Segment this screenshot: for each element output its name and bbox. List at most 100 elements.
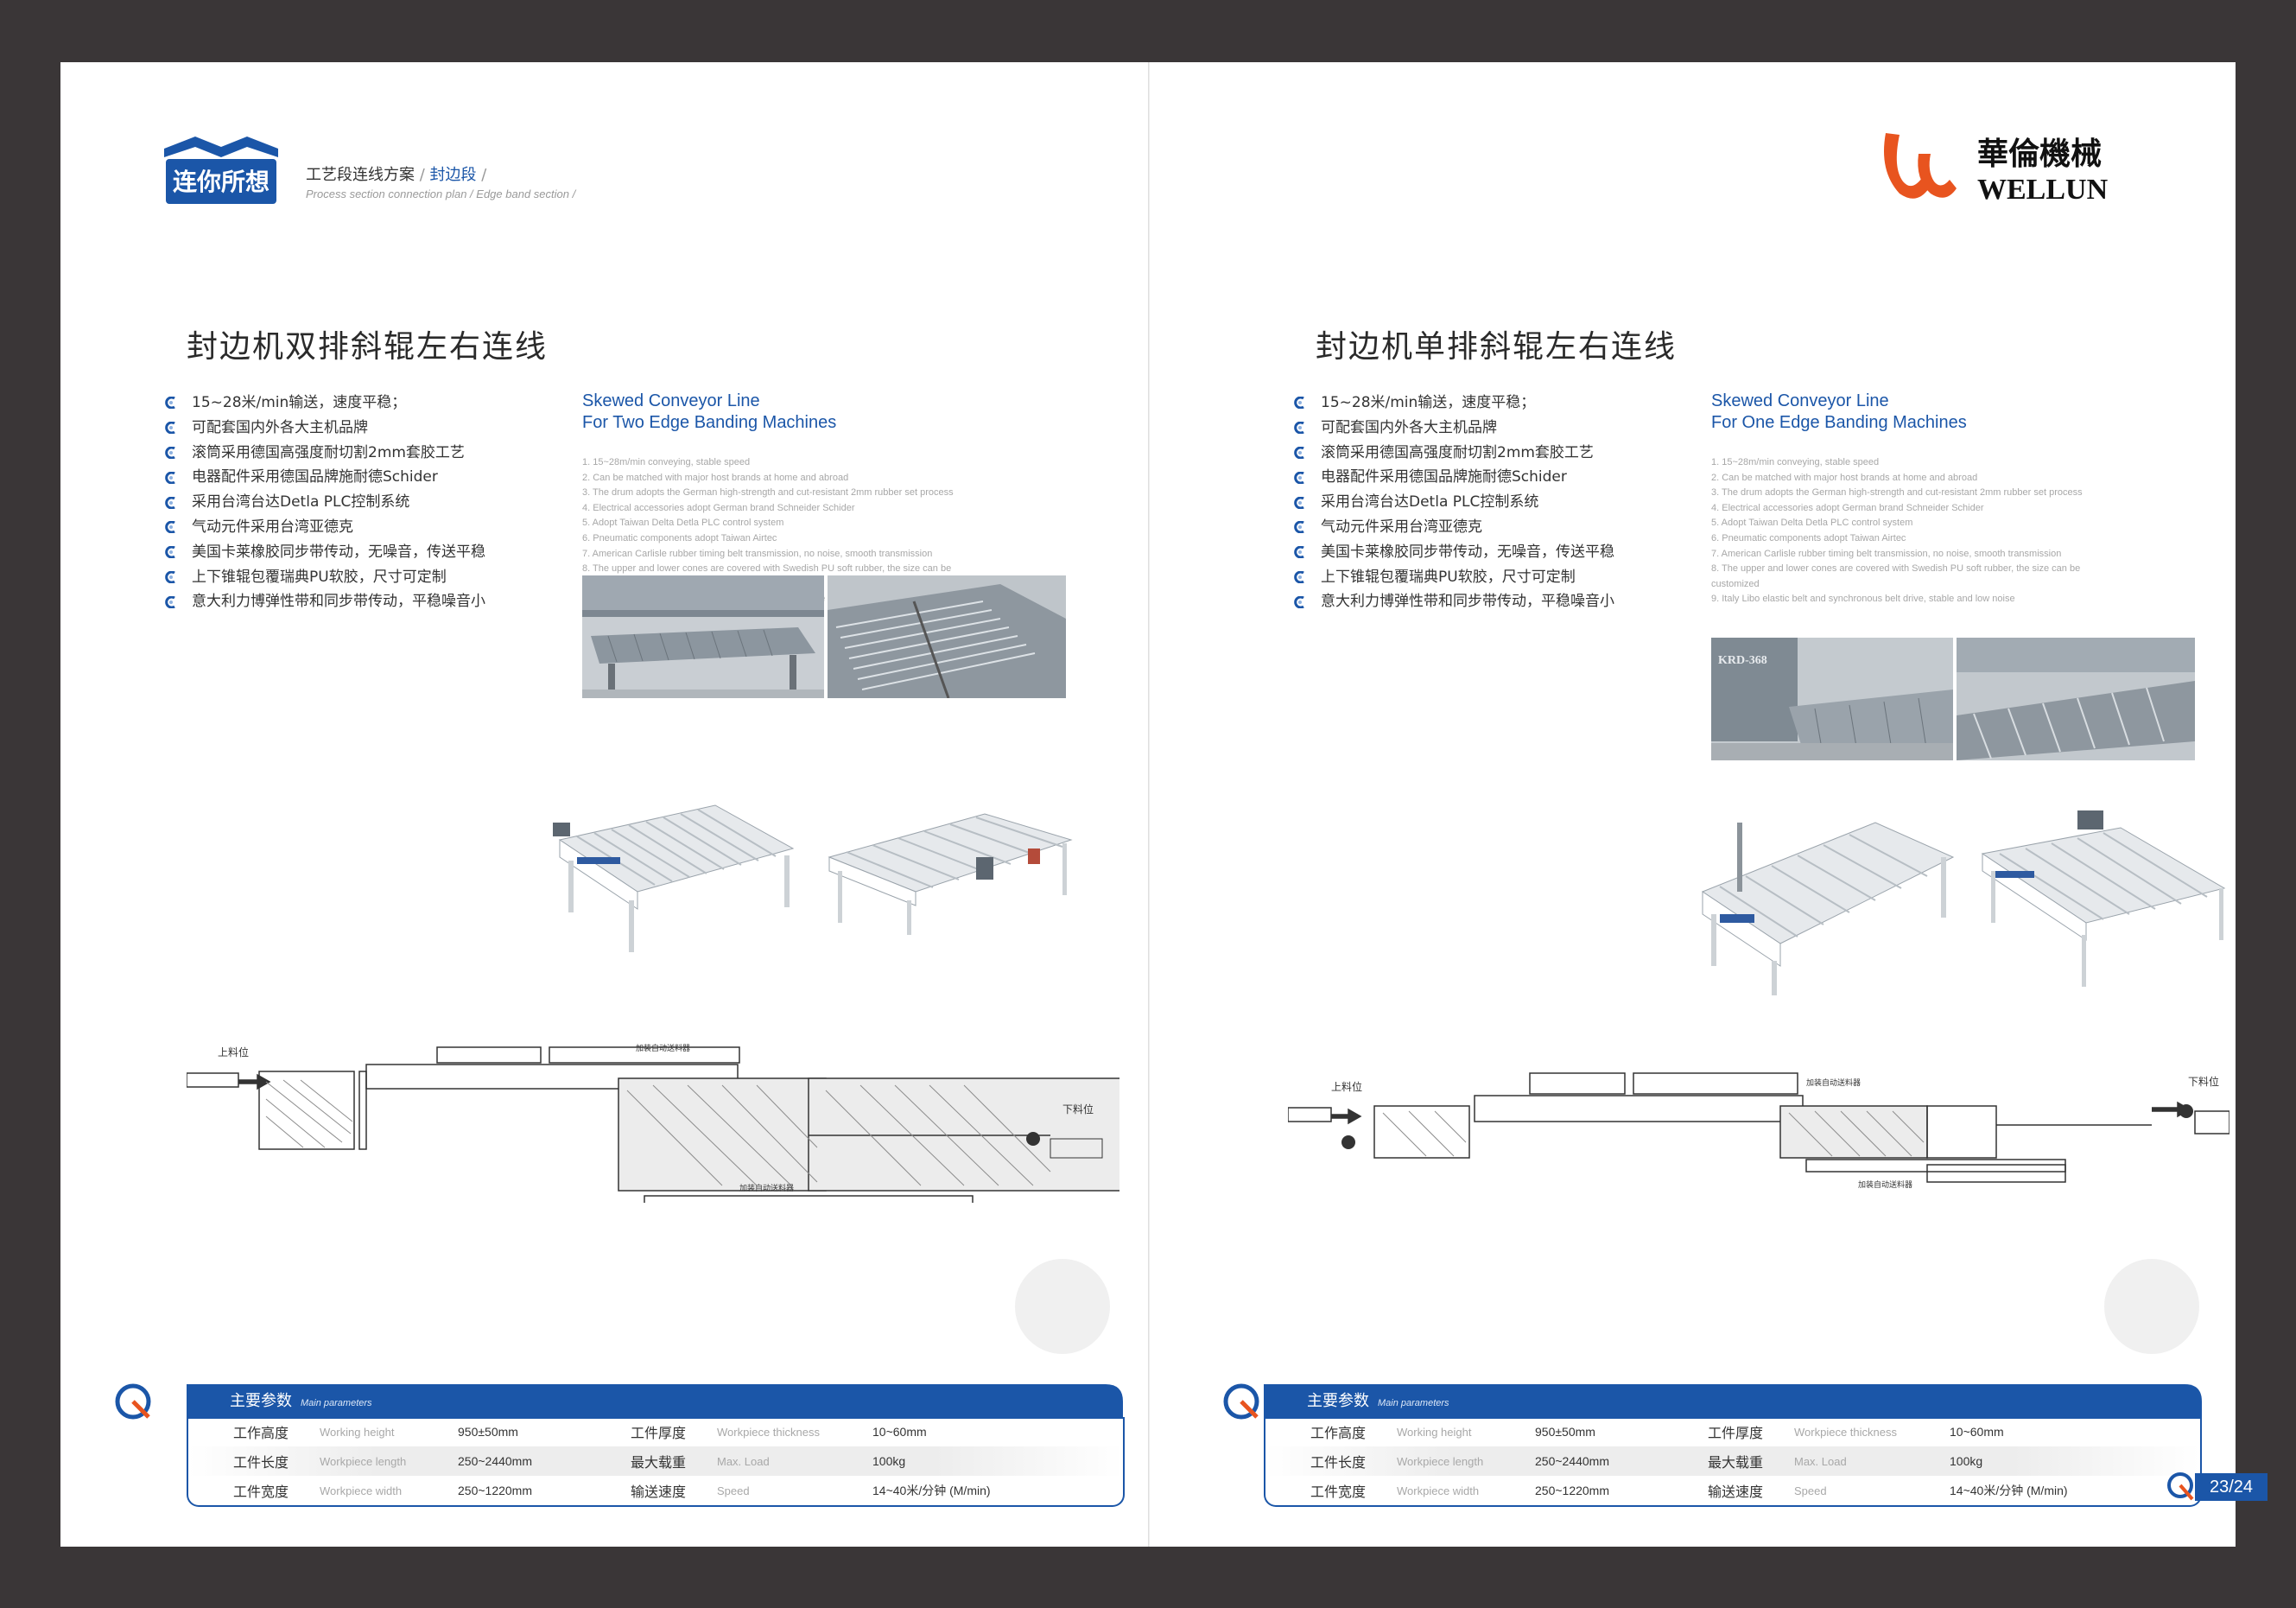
param-cell-v1: 250~2440mm [1535, 1454, 1610, 1468]
feature-item: 意大利力博弹性带和同步带传动，平稳噪音小 [164, 589, 485, 614]
param-cell-c1: 工件长度 [233, 1454, 289, 1471]
param-cell-e2: Max. Load [1794, 1454, 1847, 1468]
en-feature-item: 6. Pneumatic components adopt Taiwan Air… [582, 532, 777, 543]
en-feature-item: 5. Adopt Taiwan Delta Detla PLC control … [1711, 518, 1913, 529]
brand-logo-text: 连你所想 [173, 168, 270, 196]
feature-text: 美国卡莱橡胶同步带传动，无噪音，传送平稳 [1321, 543, 1614, 561]
feature-item: 美国卡莱橡胶同步带传动，无噪音，传送平稳 [164, 540, 485, 565]
feature-item: 电器配件采用德国品牌施耐德Schider [164, 465, 485, 490]
en-title-line1: Skewed Conveyor Line [1711, 391, 1889, 410]
bullet-icon [1293, 422, 1305, 435]
params-title-en: Main parameters [1378, 1398, 1449, 1408]
machine-render-2 [1974, 793, 2233, 1001]
param-cell-e1: Workpiece width [1397, 1484, 1480, 1497]
param-cell-v2: 100kg [1950, 1454, 1983, 1468]
diagram-autofeed-bottom: 加装自动送料器 [1858, 1179, 1912, 1190]
feature-item: 可配套国内外各大主机品牌 [1293, 416, 1614, 441]
param-cell-c2: 输送速度 [631, 1484, 687, 1500]
en-feature-item: 5. Adopt Taiwan Delta Detla PLC control … [582, 518, 784, 529]
factory-photo-1: KRD-368 [1711, 638, 1953, 760]
param-cell-c1: 工作高度 [1310, 1425, 1367, 1441]
feature-text: 滚筒采用德国高强度耐切割2mm套胶工艺 [192, 443, 465, 461]
en-title-line2: For One Edge Banding Machines [1711, 413, 1967, 432]
param-cell-v1: 950±50mm [1535, 1425, 1595, 1439]
bullet-icon [164, 446, 176, 459]
diagram-unload-label: 下料位 [1062, 1103, 1094, 1115]
param-cell-e1: Working height [1397, 1425, 1472, 1439]
params-title-cn: 主要参数 [1307, 1392, 1369, 1410]
logo-cn: 華倫機械 [1977, 136, 2102, 172]
param-cell-c1: 工件宽度 [1310, 1484, 1367, 1500]
en-title: Skewed Conveyor Line For One Edge Bandin… [1711, 391, 1967, 434]
bullet-icon [164, 422, 176, 435]
header-cn: 工艺段连线方案 / 封边段 / [306, 162, 575, 185]
factory-photo-2 [1957, 638, 2195, 760]
param-cell-v2: 100kg [872, 1454, 906, 1468]
header-tail: / [476, 166, 487, 184]
params-header-bar [1264, 1384, 2202, 1419]
feature-item: 电器配件采用德国品牌施耐德Schider [1293, 465, 1614, 490]
en-title-line1: Skewed Conveyor Line [582, 391, 760, 410]
diagram-autofeed-top: 加装自动送料器 [1806, 1077, 1861, 1088]
diagram-load-label: 上料位 [1331, 1080, 1362, 1093]
decorative-texture [2104, 1259, 2199, 1354]
param-cell-e2: Speed [1794, 1484, 1827, 1497]
bullet-icon [1293, 595, 1305, 608]
param-cell-c2: 输送速度 [1708, 1484, 1764, 1500]
param-cell-v1: 250~2440mm [458, 1454, 533, 1468]
en-feature-item: 2. Can be matched with major host brands… [582, 472, 849, 483]
bullet-icon [164, 397, 176, 410]
feature-text: 采用台湾台达Detla PLC控制系统 [192, 493, 410, 512]
en-feature-item: 9. Italy Libo elastic belt and synchrono… [1711, 594, 2015, 605]
logo-en: WELLUN [1977, 174, 2109, 206]
layout-diagram: 上料位 下料位 加装自动送料器 加装自动送料器 [1288, 1072, 2229, 1190]
right-page: 華倫機械 WELLUN 封边机单排斜辊左右连线 15~28米/min输送，速度平… [1150, 62, 2267, 1547]
en-feature-item: 3. The drum adopts the German high-stren… [582, 487, 954, 499]
param-cell-e2: Workpiece thickness [1794, 1425, 1897, 1439]
feature-item: 滚筒采用德国高强度耐切割2mm套胶工艺 [1293, 441, 1614, 466]
diagram-autofeed-bottom: 加装自动送料器 [739, 1183, 794, 1193]
feature-text: 美国卡莱橡胶同步带传动，无噪音，传送平稳 [192, 543, 485, 561]
feature-item: 上下锥辊包覆瑞典PU软胶，尺寸可定制 [1293, 565, 1614, 590]
params-table: 工作高度 Working height 950±50mm 工件厚度 Workpiece … [1264, 1417, 2202, 1507]
param-cell-c2: 工件厚度 [1708, 1425, 1764, 1441]
feature-text: 15~28米/min输送，速度平稳； [192, 394, 407, 411]
header-en: Process section connection plan / Edge b… [306, 187, 576, 200]
feature-text: 气动元件采用台湾亚德克 [1321, 518, 1482, 536]
param-cell-c1: 工件长度 [1310, 1454, 1367, 1471]
param-cell-v1: 250~1220mm [458, 1484, 533, 1497]
wellun-logo: 華倫機械 WELLUN [1884, 133, 2109, 206]
en-feature-item: 8. The upper and lower cones are covered… [582, 563, 952, 575]
param-cell-v2: 10~60mm [1950, 1425, 2004, 1439]
page-title: 封边机单排斜辊左右连线 [1316, 329, 1678, 365]
diagram-autofeed-top: 加装自动送料器 [636, 1043, 690, 1053]
param-cell-v2: 14~40米/分钟 (M/min) [1950, 1484, 2068, 1497]
en-feature-item: 1. 15~28m/min conveying, stable speed [1711, 457, 1880, 467]
bullet-icon [164, 496, 176, 509]
bullet-icon [1293, 471, 1305, 484]
bullet-icon [164, 570, 176, 583]
param-row: 工作高度 Working height 950±50mm 工件厚度 Workpiece … [1265, 1417, 2200, 1446]
params-logo-icon [115, 1383, 151, 1420]
bullet-icon [164, 546, 176, 559]
param-cell-e1: Workpiece length [320, 1454, 407, 1468]
en-feature-item: 1. 15~28m/min conveying, stable speed [582, 457, 751, 467]
params-title: 主要参数 Main parameters [1307, 1384, 1449, 1419]
feature-text: 可配套国内外各大主机品牌 [1321, 418, 1497, 436]
machine-render-2 [821, 753, 1080, 944]
feature-item: 上下锥辊包覆瑞典PU软胶，尺寸可定制 [164, 565, 485, 590]
brochure-spread: 连你所想 工艺段连线方案 / 封边段 / Process section con… [60, 62, 2267, 1547]
bullet-icon [1293, 397, 1305, 410]
param-cell-e1: Workpiece width [320, 1484, 403, 1497]
feature-item: 可配套国内外各大主机品牌 [164, 416, 485, 441]
param-cell-c1: 工作高度 [233, 1425, 289, 1441]
feature-item: 气动元件采用台湾亚德克 [1293, 515, 1614, 540]
param-cell-c2: 最大载重 [631, 1454, 687, 1471]
feature-item: 采用台湾台达Detla PLC控制系统 [164, 490, 485, 515]
feature-text: 上下锥辊包覆瑞典PU软胶，尺寸可定制 [1321, 568, 1576, 586]
feature-item: 采用台湾台达Detla PLC控制系统 [1293, 490, 1614, 515]
feature-item: 气动元件采用台湾亚德克 [164, 515, 485, 540]
